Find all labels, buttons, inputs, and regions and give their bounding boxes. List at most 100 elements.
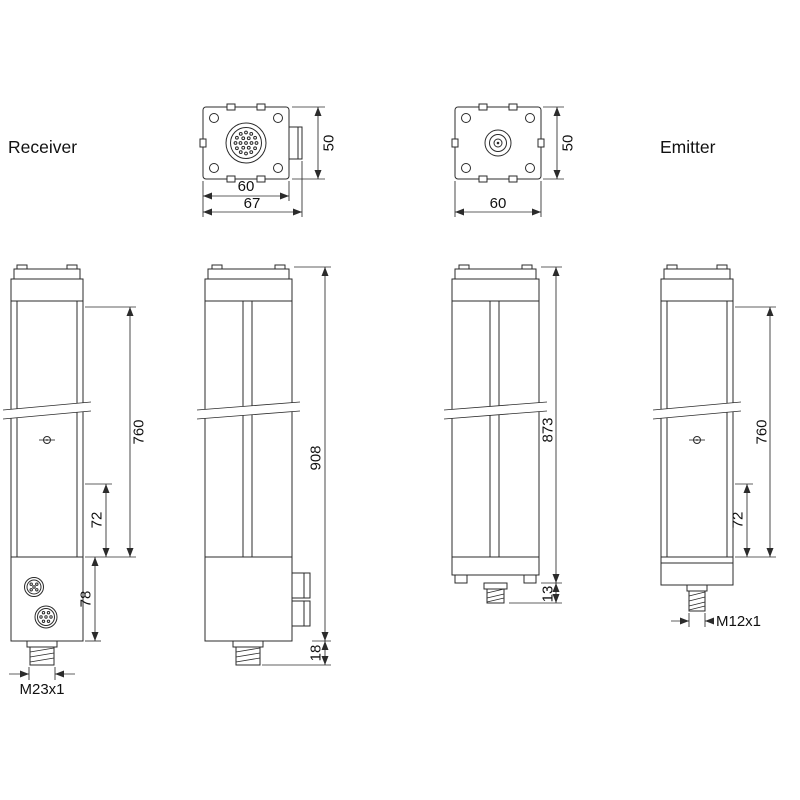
housing-profile <box>204 300 293 558</box>
end-cap-tab <box>458 264 470 270</box>
svg-text:67: 67 <box>244 195 261 212</box>
profile-slot <box>451 138 459 148</box>
profile-slot <box>226 175 236 183</box>
emitter-front-view: 760 72 M12x1 <box>652 264 776 630</box>
end-cap-tab <box>716 264 728 270</box>
dim-emitter-bottom-pitch: 72 <box>730 483 753 557</box>
profile-slot <box>478 175 488 183</box>
break-line <box>443 410 548 420</box>
mounting-hole <box>461 113 471 123</box>
end-cap-strip <box>207 268 290 280</box>
mounting-hole <box>273 163 283 173</box>
svg-text:M23x1: M23x1 <box>19 681 64 698</box>
dim-top-receiver-width: 60 67 <box>202 161 303 217</box>
profile-slot <box>256 175 266 183</box>
svg-text:50: 50 <box>321 135 338 152</box>
svg-text:M12x1: M12x1 <box>716 613 761 630</box>
m12-threaded-stub <box>686 584 708 612</box>
top-view-emitter: 50 60 <box>451 103 577 217</box>
m12-threaded-stub <box>483 582 508 604</box>
top-cap <box>10 278 84 302</box>
dim-receiver-bottom-pitch: 72 <box>85 483 112 557</box>
dim-top-emitter-height: 50 <box>543 106 577 180</box>
break-line <box>443 401 548 411</box>
m12-socket-icon <box>24 577 44 597</box>
receiver-top-housing <box>202 106 290 180</box>
housing-profile <box>451 300 540 558</box>
profile-slot <box>508 103 518 111</box>
svg-text:72: 72 <box>730 512 747 529</box>
connection-block <box>10 556 84 642</box>
break-line <box>2 401 92 411</box>
dim-emitter-beam-span: 760 <box>735 306 776 558</box>
beam-center-mark <box>689 436 705 444</box>
profile-slot <box>199 138 207 148</box>
dim-top-emitter-width: 60 <box>454 181 542 217</box>
top-view-receiver: 50 60 67 <box>199 103 338 217</box>
svg-text:760: 760 <box>131 419 148 444</box>
profile-slot <box>478 103 488 111</box>
side-connector <box>291 572 311 599</box>
svg-text:60: 60 <box>238 178 255 195</box>
profile-slot <box>256 103 266 111</box>
break-line <box>196 401 301 411</box>
mounting-hole <box>525 113 535 123</box>
dim-emitter-housing-length: 873 <box>540 266 562 584</box>
thread-callout-m23: M23x1 <box>9 667 75 698</box>
cap-foot <box>454 574 468 584</box>
end-cap-tab <box>666 264 678 270</box>
profile-slot <box>226 103 236 111</box>
mounting-hole <box>461 163 471 173</box>
mounting-hole <box>525 163 535 173</box>
dim-receiver-beam-span: 760 <box>85 306 148 558</box>
side-connector <box>291 600 311 627</box>
mounting-hole <box>209 163 219 173</box>
mounting-hole <box>209 113 219 123</box>
end-cap-tab <box>274 264 286 270</box>
profile-slot <box>537 138 545 148</box>
end-cap-strip <box>13 268 81 280</box>
end-cap-strip <box>663 268 731 280</box>
break-line <box>652 410 742 420</box>
svg-text:50: 50 <box>560 135 577 152</box>
break-line <box>196 410 301 420</box>
svg-text:873: 873 <box>540 417 557 442</box>
end-cap-tab <box>16 264 28 270</box>
end-cap-tab <box>521 264 533 270</box>
m23-threaded-stub <box>232 640 264 666</box>
label-emitter: Emitter <box>660 137 716 157</box>
bottom-cap <box>660 556 734 586</box>
profile-slot <box>508 175 518 183</box>
svg-text:72: 72 <box>89 512 106 529</box>
beam-center-mark <box>39 436 55 444</box>
break-line <box>652 401 742 411</box>
m12-connector-face-icon <box>484 129 512 157</box>
m23-threaded-stub <box>26 640 58 666</box>
m23-connector-face-icon <box>225 122 267 164</box>
bottom-cap <box>451 556 540 576</box>
svg-text:60: 60 <box>490 195 507 212</box>
housing-profile <box>660 300 734 558</box>
dim-receiver-connector-length: 18 <box>262 641 331 666</box>
housing-profile <box>10 300 84 558</box>
dim-top-receiver-height: 50 <box>292 106 338 180</box>
connection-block <box>204 556 293 642</box>
break-line <box>2 410 92 420</box>
dim-receiver-connector-block: 78 <box>78 557 101 642</box>
top-cap <box>451 278 540 302</box>
receiver-side-view: 908 18 <box>196 264 331 666</box>
label-receiver: Receiver <box>8 137 77 157</box>
top-cap <box>204 278 293 302</box>
mounting-hole <box>273 113 283 123</box>
end-cap-tab <box>211 264 223 270</box>
dim-emitter-connector-length: 13 <box>509 583 562 604</box>
end-cap-strip <box>454 268 537 280</box>
svg-text:760: 760 <box>754 419 771 444</box>
top-cap <box>660 278 734 302</box>
side-connector-block <box>288 126 303 160</box>
cap-foot <box>523 574 537 584</box>
svg-text:78: 78 <box>78 591 95 608</box>
svg-text:13: 13 <box>540 586 557 603</box>
